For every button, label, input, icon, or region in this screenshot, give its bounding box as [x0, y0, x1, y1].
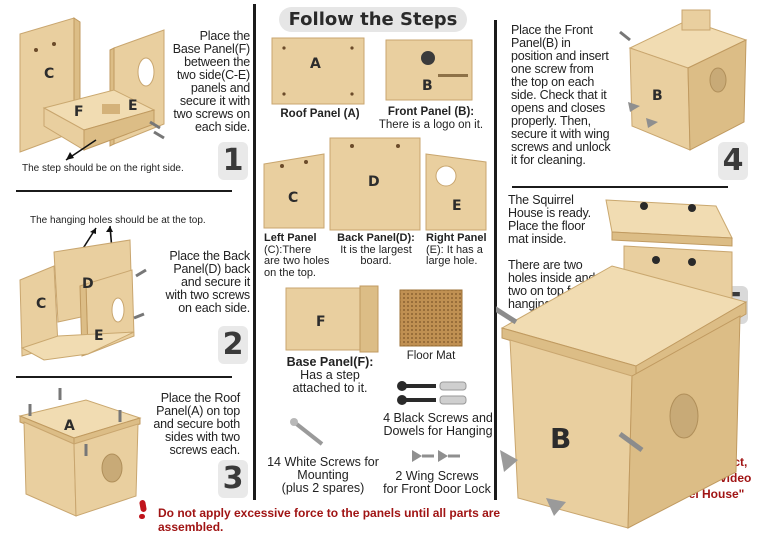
left-label-c: C — [288, 190, 298, 206]
part-floor-mat — [398, 288, 464, 348]
step1-arrow — [60, 138, 100, 164]
step3-illustration: A — [16, 382, 146, 522]
divider-step4-5 — [512, 186, 728, 188]
step2-label-e: E — [94, 328, 104, 344]
back-label-d: D — [368, 174, 380, 190]
front-panel-caption: Front Panel (B): There is a logo on it. — [376, 106, 486, 132]
part-right-panel: E — [424, 152, 490, 232]
step1-label-c: C — [44, 66, 54, 82]
step1-label-f: F — [74, 104, 84, 120]
divider-step1-2 — [16, 190, 232, 192]
floor-mat-caption: Floor Mat — [396, 350, 466, 363]
front-label-b: B — [422, 78, 433, 94]
right-label-e: E — [452, 198, 462, 214]
white-screws-icon — [288, 418, 328, 448]
wing-screws-icon — [408, 444, 464, 466]
divider-left — [253, 4, 256, 500]
warning-text: Do not apply excessive force to the pane… — [158, 506, 558, 534]
part-front-panel: B — [384, 38, 474, 102]
part-base-panel: F — [284, 284, 380, 354]
step1-note: The step should be on the right side. — [22, 162, 212, 175]
step2-label-c: C — [36, 296, 46, 312]
step2-illustration: D C E — [14, 236, 154, 366]
step3-label-a: A — [64, 418, 75, 434]
step1-label-e: E — [128, 98, 138, 114]
warning-icon — [138, 500, 148, 520]
house-label-b: B — [550, 422, 571, 455]
step4-label-b: B — [652, 88, 663, 104]
roof-panel-title: Roof Panel (A) — [270, 108, 370, 121]
part-left-panel: C — [262, 152, 328, 230]
page-title: Follow the Steps — [279, 7, 467, 32]
divider-step2-3 — [16, 376, 232, 378]
logo-icon — [421, 51, 435, 65]
black-screws-icon — [396, 376, 470, 410]
step2-note: The hanging holes should be at the top. — [30, 214, 230, 227]
squirrel-house-illustration: B — [496, 192, 750, 538]
part-back-panel: D — [328, 136, 422, 232]
step3-badge: 3 — [218, 460, 248, 498]
base-label-f: F — [316, 314, 326, 330]
step1-badge: 1 — [218, 142, 248, 180]
step4-badge: 4 — [718, 142, 748, 180]
step4-illustration: B — [618, 6, 750, 156]
step2-badge: 2 — [218, 326, 248, 364]
step2-label-d: D — [82, 276, 94, 292]
roof-label-a: A — [310, 56, 321, 72]
part-roof-panel: A — [270, 36, 366, 106]
